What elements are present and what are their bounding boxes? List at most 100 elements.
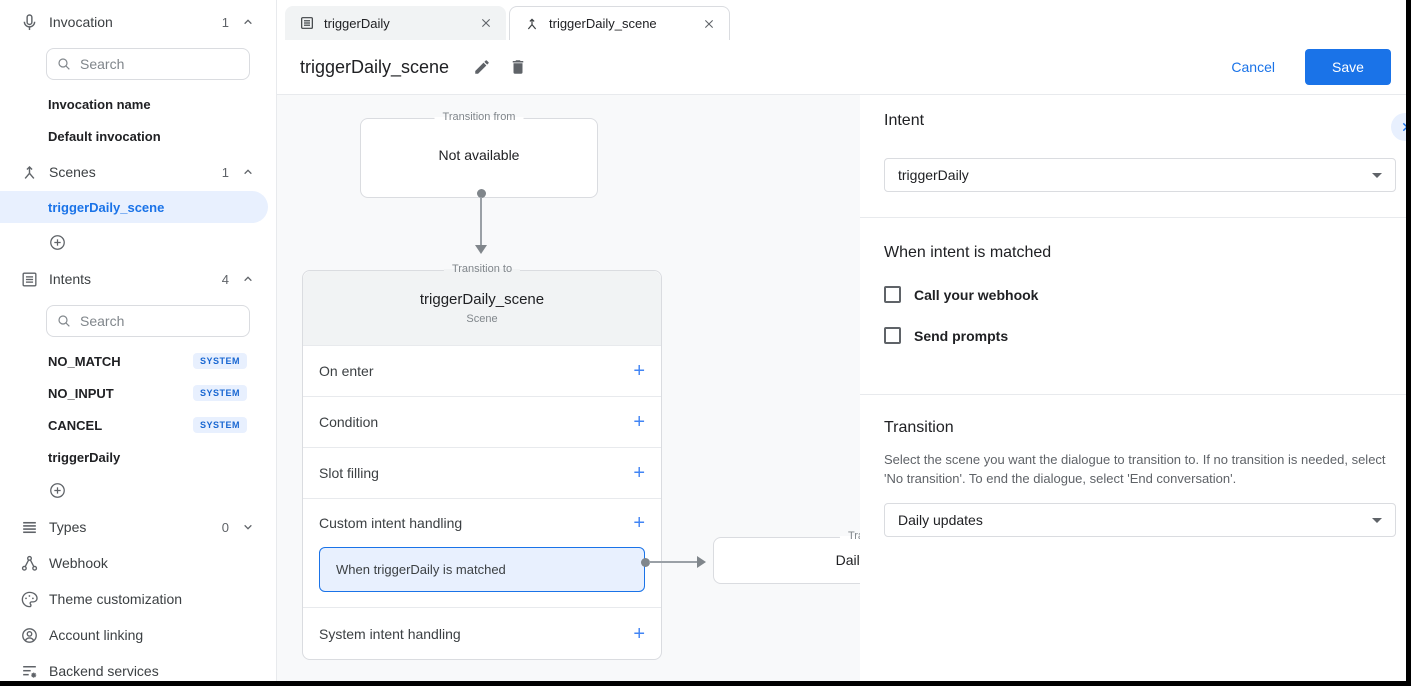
sidebar-item-no-match[interactable]: NO_MATCH SYSTEM xyxy=(0,345,276,377)
sidebar-item-default-invocation[interactable]: Default invocation xyxy=(48,128,161,144)
prompts-option-row: Send prompts xyxy=(884,327,1396,344)
editor-header: triggerDaily_scene Cancel Save xyxy=(277,40,1406,95)
chevron-up-icon[interactable] xyxy=(240,14,256,30)
scene-card-title: triggerDaily_scene xyxy=(419,291,545,308)
arrow-right-icon xyxy=(697,556,706,568)
chevron-down-icon[interactable] xyxy=(240,519,256,535)
sidebar-item-triggerdaily-scene[interactable]: triggerDaily_scene xyxy=(0,191,268,223)
scene-icon xyxy=(524,16,540,32)
add-intent-handler-button[interactable]: + xyxy=(633,512,645,534)
transition-from-card[interactable]: Transition from Not available xyxy=(360,111,598,198)
checkbox-label: Send prompts xyxy=(914,327,1009,344)
add-system-intent-button[interactable]: + xyxy=(633,622,645,645)
add-slot-button[interactable]: + xyxy=(633,462,645,484)
tab-bar: triggerDaily triggerDaily_scene xyxy=(277,0,1406,40)
scene-row-condition[interactable]: Condition + xyxy=(303,396,661,447)
intents-search-input[interactable] xyxy=(80,313,240,329)
scene-row-system-intent-handling[interactable]: System intent handling + xyxy=(303,607,661,659)
sidebar-item-backend-services[interactable]: Backend services xyxy=(0,653,276,681)
row-label: System intent handling xyxy=(319,625,461,642)
webhook-option-row: Call your webhook xyxy=(884,286,1396,303)
tab-triggerdaily[interactable]: triggerDaily xyxy=(285,6,506,40)
collapse-panel-button[interactable] xyxy=(1391,113,1406,141)
scene-card[interactable]: Transition to triggerDaily_scene Scene O… xyxy=(302,263,662,660)
section-label: Webhook xyxy=(49,555,108,571)
sidebar: Invocation 1 Invocation name Default inv… xyxy=(0,0,277,681)
chevron-up-icon[interactable] xyxy=(240,271,256,287)
palette-icon xyxy=(20,589,40,609)
transition-select[interactable]: Daily updates xyxy=(884,503,1396,537)
section-label: Account linking xyxy=(49,627,144,643)
scene-row-on-enter[interactable]: On enter + xyxy=(303,345,661,396)
add-scene-button[interactable] xyxy=(0,225,276,259)
transition-from-value: Not available xyxy=(438,147,520,163)
add-intent-button[interactable] xyxy=(0,473,276,507)
intent-heading: Intent xyxy=(884,112,925,129)
cancel-button[interactable]: Cancel xyxy=(1231,59,1275,75)
sidebar-item-account-linking[interactable]: Account linking xyxy=(0,617,276,653)
intent-label: NO_INPUT xyxy=(48,385,114,401)
sidebar-section-scenes[interactable]: Scenes 1 xyxy=(0,155,276,189)
connector-dot xyxy=(641,558,650,567)
call-your-webhook-checkbox[interactable] xyxy=(884,286,901,303)
delete-icon[interactable] xyxy=(509,58,527,76)
intent-icon xyxy=(20,269,40,289)
sidebar-item-triggerdaily-intent[interactable]: triggerDaily xyxy=(0,441,276,473)
plus-circle-icon xyxy=(50,482,65,498)
close-icon[interactable] xyxy=(478,15,494,31)
transition-section: Transition Select the scene you want the… xyxy=(860,395,1406,537)
section-count: 4 xyxy=(221,271,229,287)
intent-label: NO_MATCH xyxy=(48,353,121,369)
editor-content: Transition from Not available Transition… xyxy=(277,95,1406,681)
save-button[interactable]: Save xyxy=(1305,49,1391,85)
sidebar-section-types[interactable]: Types 0 xyxy=(0,509,276,545)
invocation-search-box[interactable] xyxy=(46,48,250,80)
sidebar-item-invocation-name[interactable]: Invocation name xyxy=(48,96,151,112)
transition-heading: Transition xyxy=(884,419,954,436)
sidebar-item-cancel-intent[interactable]: CANCEL SYSTEM xyxy=(0,409,276,441)
close-icon[interactable] xyxy=(701,16,717,32)
intent-label: CANCEL xyxy=(48,417,103,433)
add-on-enter-button[interactable]: + xyxy=(633,360,645,382)
system-badge: SYSTEM xyxy=(192,417,247,433)
microphone-icon xyxy=(20,12,40,32)
search-icon xyxy=(58,315,70,327)
intent-select[interactable]: triggerDaily xyxy=(884,158,1396,192)
transition-target-card[interactable]: Transition to Daily updates xyxy=(713,530,860,584)
sidebar-section-invocation[interactable]: Invocation 1 xyxy=(0,5,276,39)
scene-row-custom-intent-handling: Custom intent handling + When triggerDai… xyxy=(303,498,661,607)
sidebar-item-no-input[interactable]: NO_INPUT SYSTEM xyxy=(0,377,276,409)
row-label: On enter xyxy=(319,363,374,379)
section-count: 1 xyxy=(221,14,229,30)
sidebar-item-webhook[interactable]: Webhook xyxy=(0,545,276,581)
transition-description: Select the scene you want the dialogue t… xyxy=(884,452,1386,486)
scene-card-subtitle: Scene xyxy=(466,313,498,325)
intent-handler-chip[interactable]: When triggerDaily is matched xyxy=(319,547,645,592)
when-matched-heading: When intent is matched xyxy=(884,244,1052,261)
invocation-search-input[interactable] xyxy=(80,56,240,72)
chevron-right-icon xyxy=(1402,122,1406,132)
add-condition-button[interactable]: + xyxy=(633,411,645,433)
plus-circle-icon xyxy=(50,234,65,250)
connector-line-vertical xyxy=(480,197,482,245)
connector-line-horizontal xyxy=(649,561,697,563)
target-scene-title: Daily updates xyxy=(835,552,860,568)
scene-row-slot-filling[interactable]: Slot filling + xyxy=(303,447,661,498)
row-label: Custom intent handling xyxy=(319,515,463,531)
row-label: Slot filling xyxy=(319,465,379,481)
tab-triggerdaily-scene[interactable]: triggerDaily_scene xyxy=(509,6,730,40)
edit-icon[interactable] xyxy=(473,58,491,76)
intent-select-value: triggerDaily xyxy=(898,167,969,183)
card-legend: Transition from xyxy=(434,111,524,123)
chevron-up-icon[interactable] xyxy=(240,164,256,180)
scene-icon xyxy=(20,162,40,182)
tab-label: triggerDaily_scene xyxy=(549,16,657,31)
sidebar-item-theme-customization[interactable]: Theme customization xyxy=(0,581,276,617)
scene-graph-canvas[interactable]: Transition from Not available Transition… xyxy=(277,95,860,681)
intents-search-box[interactable] xyxy=(46,305,250,337)
section-label: Invocation xyxy=(49,14,113,30)
send-prompts-checkbox[interactable] xyxy=(884,327,901,344)
custom-intent-handling-row[interactable]: Custom intent handling + xyxy=(319,499,645,547)
sidebar-section-intents[interactable]: Intents 4 xyxy=(0,262,276,296)
when-matched-section: When intent is matched Call your webhook… xyxy=(860,218,1406,395)
